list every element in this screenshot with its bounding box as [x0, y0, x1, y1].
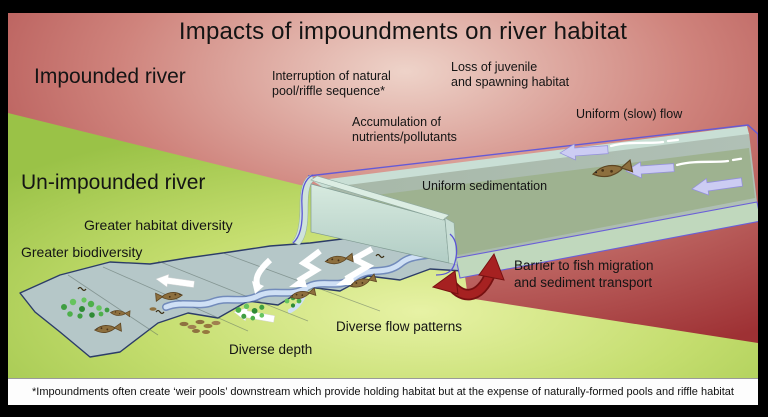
uniform-sedimentation-label: Uniform sedimentation: [422, 179, 548, 193]
habitat-diversity-label: Greater habitat diversity: [84, 217, 233, 233]
diverse-flow-label: Diverse flow patterns: [336, 319, 463, 334]
channel-front-face: [455, 201, 758, 279]
channel-far-bank: [313, 126, 749, 188]
diagram-graphic: [8, 13, 758, 378]
accumulation-label: Accumulation of nutrients/pollutants: [352, 115, 457, 145]
diverse-depth-label: Diverse depth: [229, 342, 313, 357]
juvenile-line2: and spawning habitat: [451, 75, 570, 89]
gravel-patch: [149, 307, 221, 334]
footnote-bar: *Impoundments often create ‘weir pools’ …: [8, 378, 758, 405]
juvenile-habitat-label: Loss of juvenile and spawning habitat: [451, 60, 569, 90]
footnote-text: *Impoundments often create ‘weir pools’ …: [32, 386, 734, 398]
interruption-line1: Interruption of natural: [272, 69, 391, 83]
invertebrate-icons: [77, 253, 385, 315]
uniform-flow-label: Uniform (slow) flow: [576, 107, 683, 121]
barrier-arrow: [431, 252, 505, 301]
interruption-label: Interruption of natural pool/riffle sequ…: [272, 69, 391, 99]
interruption-line2: pool/riffle sequence*: [272, 84, 386, 98]
diagram-area: Impacts of impoundments on river habitat…: [8, 13, 758, 378]
uniform-flow-arrows: [558, 138, 744, 198]
diverse-flow-arrows: [154, 246, 375, 327]
unimpounded-river-label: Un-impounded river: [21, 171, 206, 194]
accumulation-line1: Accumulation of: [352, 115, 441, 129]
weir-dam: [291, 174, 458, 276]
impounded-river-label: Impounded river: [34, 65, 186, 88]
barrier-line2: and sediment transport: [514, 274, 653, 290]
juvenile-line1: Loss of juvenile: [451, 60, 538, 74]
diagram-title: Impacts of impoundments on river habitat: [178, 18, 628, 45]
barrier-line1: Barrier to fish migration: [514, 258, 654, 273]
accumulation-line2: nutrients/pollutants: [352, 130, 457, 144]
biodiversity-label: Greater biodiversity: [21, 244, 143, 260]
fish-group: [77, 159, 634, 335]
vegetation-patches: [61, 295, 302, 321]
barrier-label: Barrier to fish migration and sediment t…: [514, 258, 654, 291]
